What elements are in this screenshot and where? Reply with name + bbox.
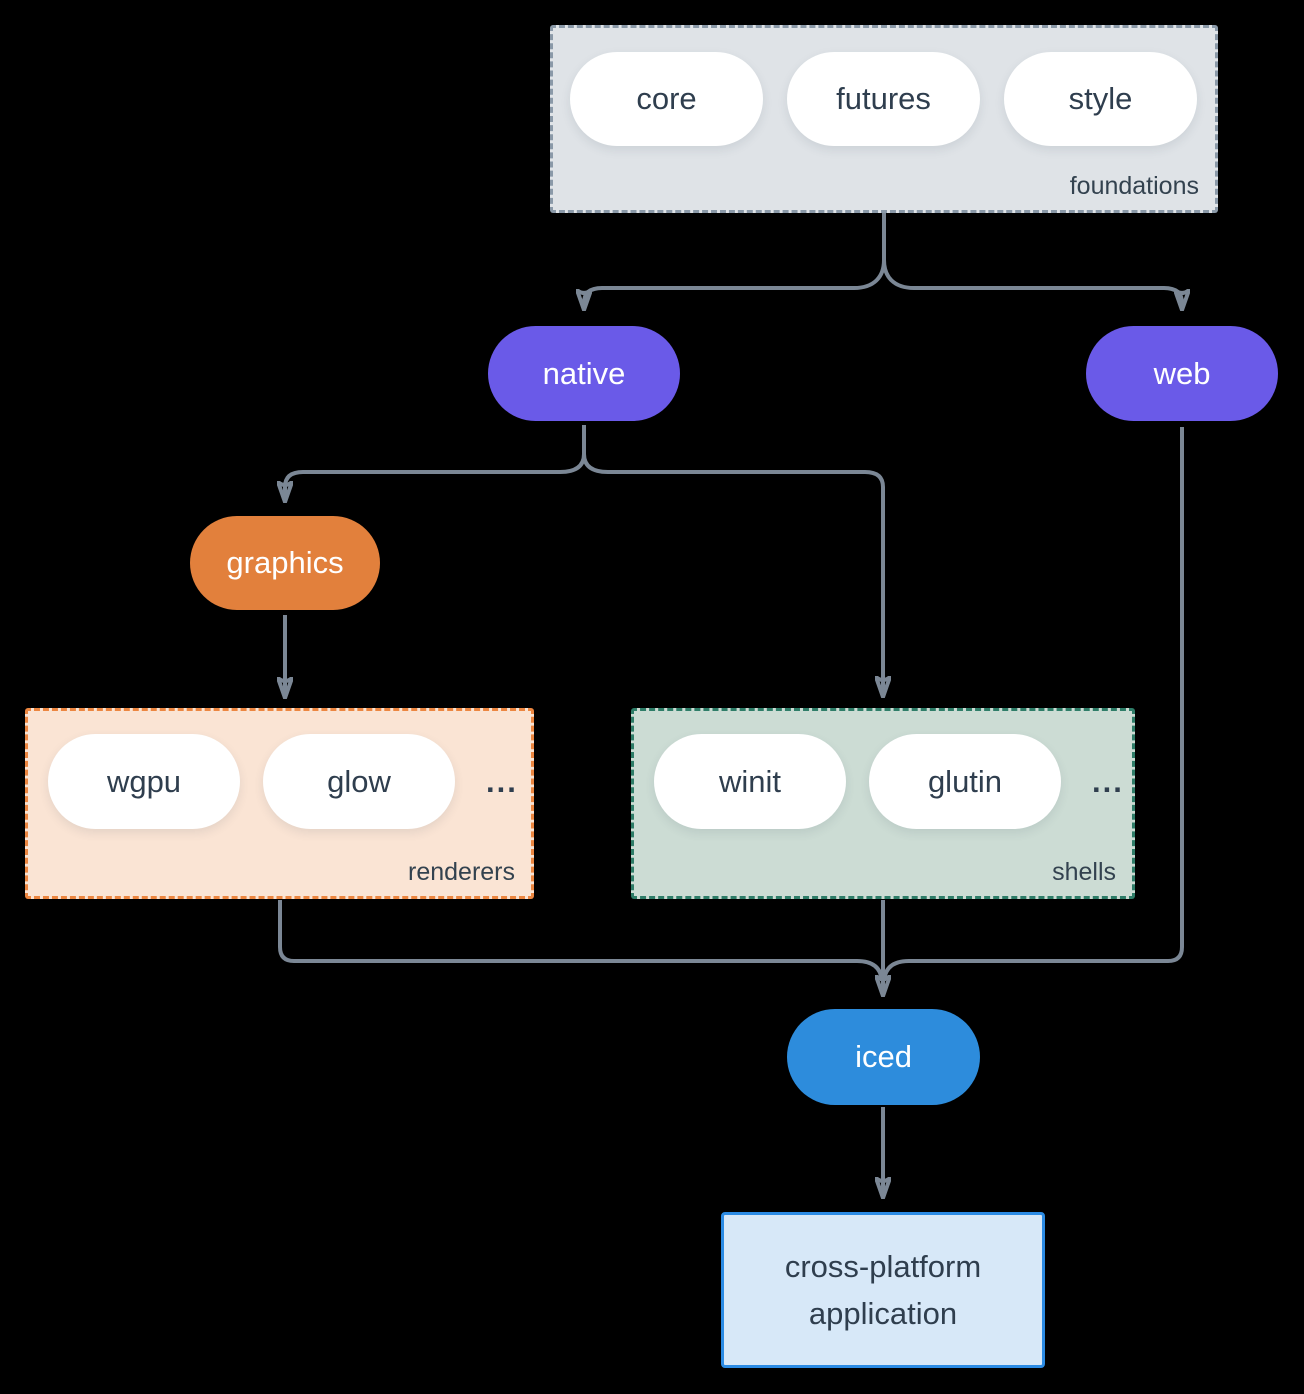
node-web: web bbox=[1086, 326, 1278, 421]
node-native: native bbox=[488, 326, 680, 421]
pill-style: style bbox=[1004, 52, 1197, 146]
pill-glutin: glutin bbox=[869, 734, 1061, 829]
renderers-ellipsis: ... bbox=[486, 763, 518, 799]
pill-winit: winit bbox=[654, 734, 846, 829]
pill-futures: futures bbox=[787, 52, 980, 146]
renderers-pill-row: wgpu glow ... bbox=[28, 711, 531, 829]
renderers-label: renderers bbox=[408, 858, 515, 886]
pill-wgpu: wgpu bbox=[48, 734, 240, 829]
foundations-pill-row: core futures style bbox=[553, 28, 1215, 146]
pill-glow: glow bbox=[263, 734, 455, 829]
application-box: cross-platform application bbox=[721, 1212, 1045, 1368]
shells-pill-row: winit glutin ... bbox=[634, 711, 1132, 829]
arrow-native-to-shells bbox=[582, 453, 883, 696]
arrow-foundations-to-native bbox=[584, 259, 886, 309]
foundations-label: foundations bbox=[1069, 172, 1199, 200]
node-graphics: graphics bbox=[190, 516, 380, 610]
node-iced: iced bbox=[787, 1009, 980, 1105]
arrow-renderers-to-iced bbox=[278, 900, 884, 982]
shells-ellipsis: ... bbox=[1092, 763, 1124, 799]
shells-label: shells bbox=[1052, 858, 1116, 886]
pill-core: core bbox=[570, 52, 763, 146]
arrow-web-to-iced bbox=[882, 427, 1184, 982]
group-foundations: core futures style foundations bbox=[550, 25, 1218, 213]
arrow-foundations-to-web bbox=[882, 259, 1182, 309]
group-shells: winit glutin ... shells bbox=[631, 708, 1135, 899]
arrow-native-to-graphics bbox=[285, 453, 586, 501]
group-renderers: wgpu glow ... renderers bbox=[25, 708, 534, 899]
